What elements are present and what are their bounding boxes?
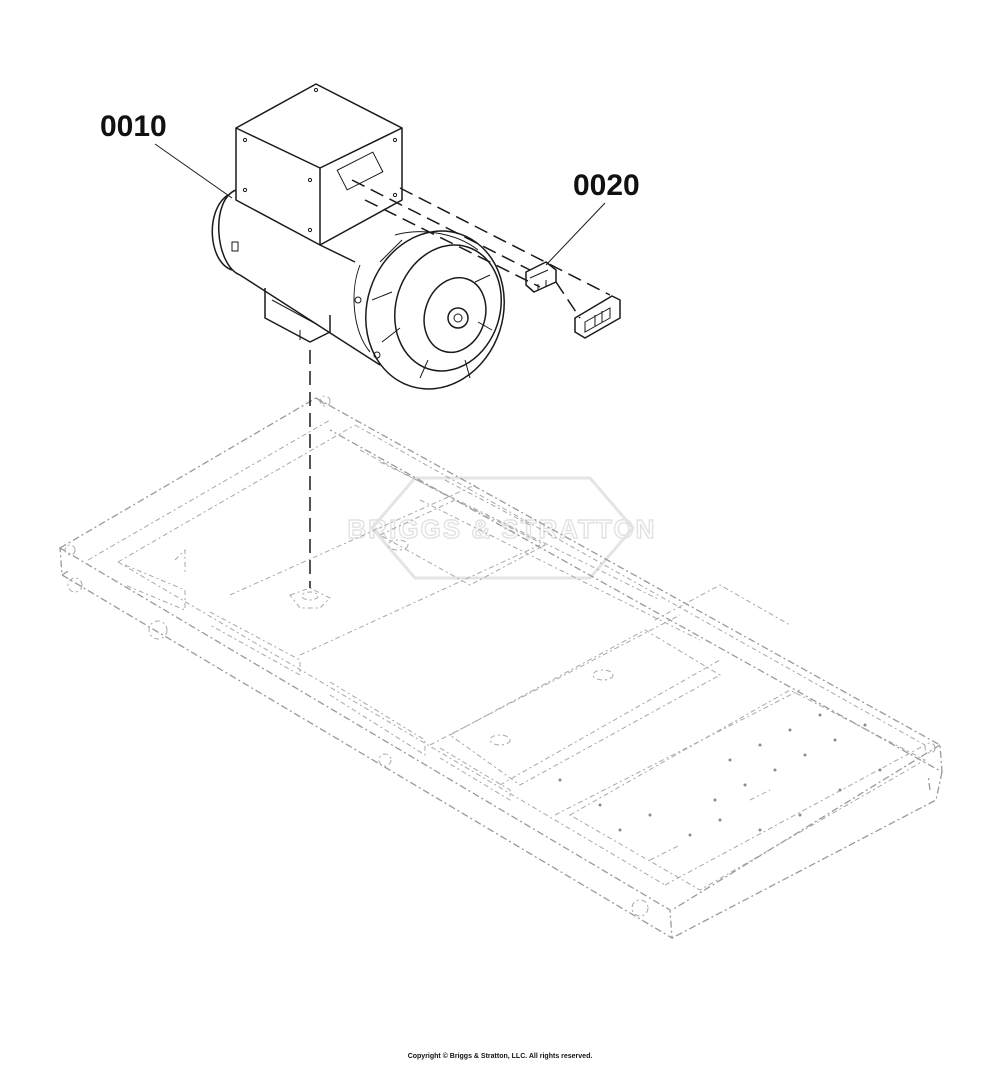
- callout-0010: 0010: [100, 110, 233, 199]
- base-frame: [59, 395, 943, 940]
- alternator: [211, 83, 505, 390]
- callout-0020: 0020: [545, 169, 640, 266]
- callout-label-0020: 0020: [573, 169, 640, 202]
- assembly-guide-lines: [309, 179, 611, 588]
- terminal-block-part: [525, 261, 621, 339]
- watermark-text: BRIGGS & STRATTON: [348, 514, 657, 544]
- callout-label-0010: 0010: [100, 110, 167, 143]
- copyright-notice: Copyright © Briggs & Stratton, LLC. All …: [407, 1053, 593, 1060]
- callout-leader-0020: [545, 202, 606, 266]
- callout-leader-0010: [154, 143, 233, 199]
- watermark-logo: BRIGGS & STRATTON: [347, 476, 657, 580]
